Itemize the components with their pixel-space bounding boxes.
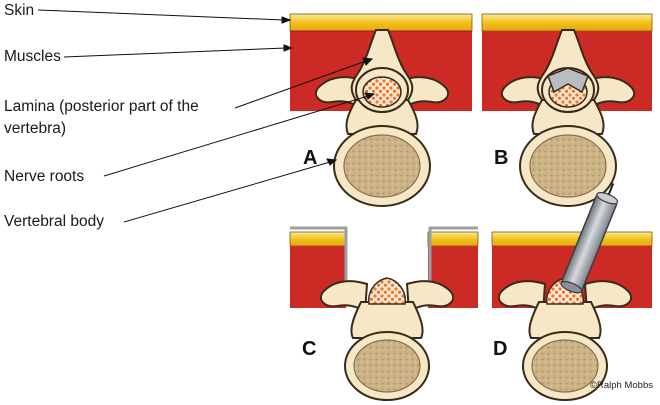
panel-a-artwork (289, 13, 473, 207)
panel-d-artwork (491, 182, 653, 401)
leader-skin (37, 9, 285, 21)
panel-label-c: C (302, 338, 317, 360)
leader-nerve-roots (103, 95, 369, 177)
panel-label-a: A (303, 147, 318, 169)
leader-muscles (63, 47, 287, 58)
panel-b-artwork (481, 13, 653, 207)
label-vertebral-body: Vertebral body (4, 213, 104, 230)
leader-vertebral-body (123, 161, 331, 223)
label-skin: Skin (4, 2, 35, 19)
panel-label-b: B (494, 147, 509, 169)
label-lamina-line1: Lamina (posterior part of the (4, 98, 199, 115)
leader-lamina (234, 60, 367, 109)
label-nerve-roots: Nerve roots (4, 168, 85, 185)
label-muscles: Muscles (4, 48, 61, 65)
panel-c-artwork (289, 226, 479, 401)
panel-label-d: D (493, 338, 508, 360)
leader-lines (37, 9, 376, 223)
label-lamina-line2: vertebra) (4, 120, 67, 137)
copyright-credit: ©Ralph Mobbs (590, 380, 653, 391)
